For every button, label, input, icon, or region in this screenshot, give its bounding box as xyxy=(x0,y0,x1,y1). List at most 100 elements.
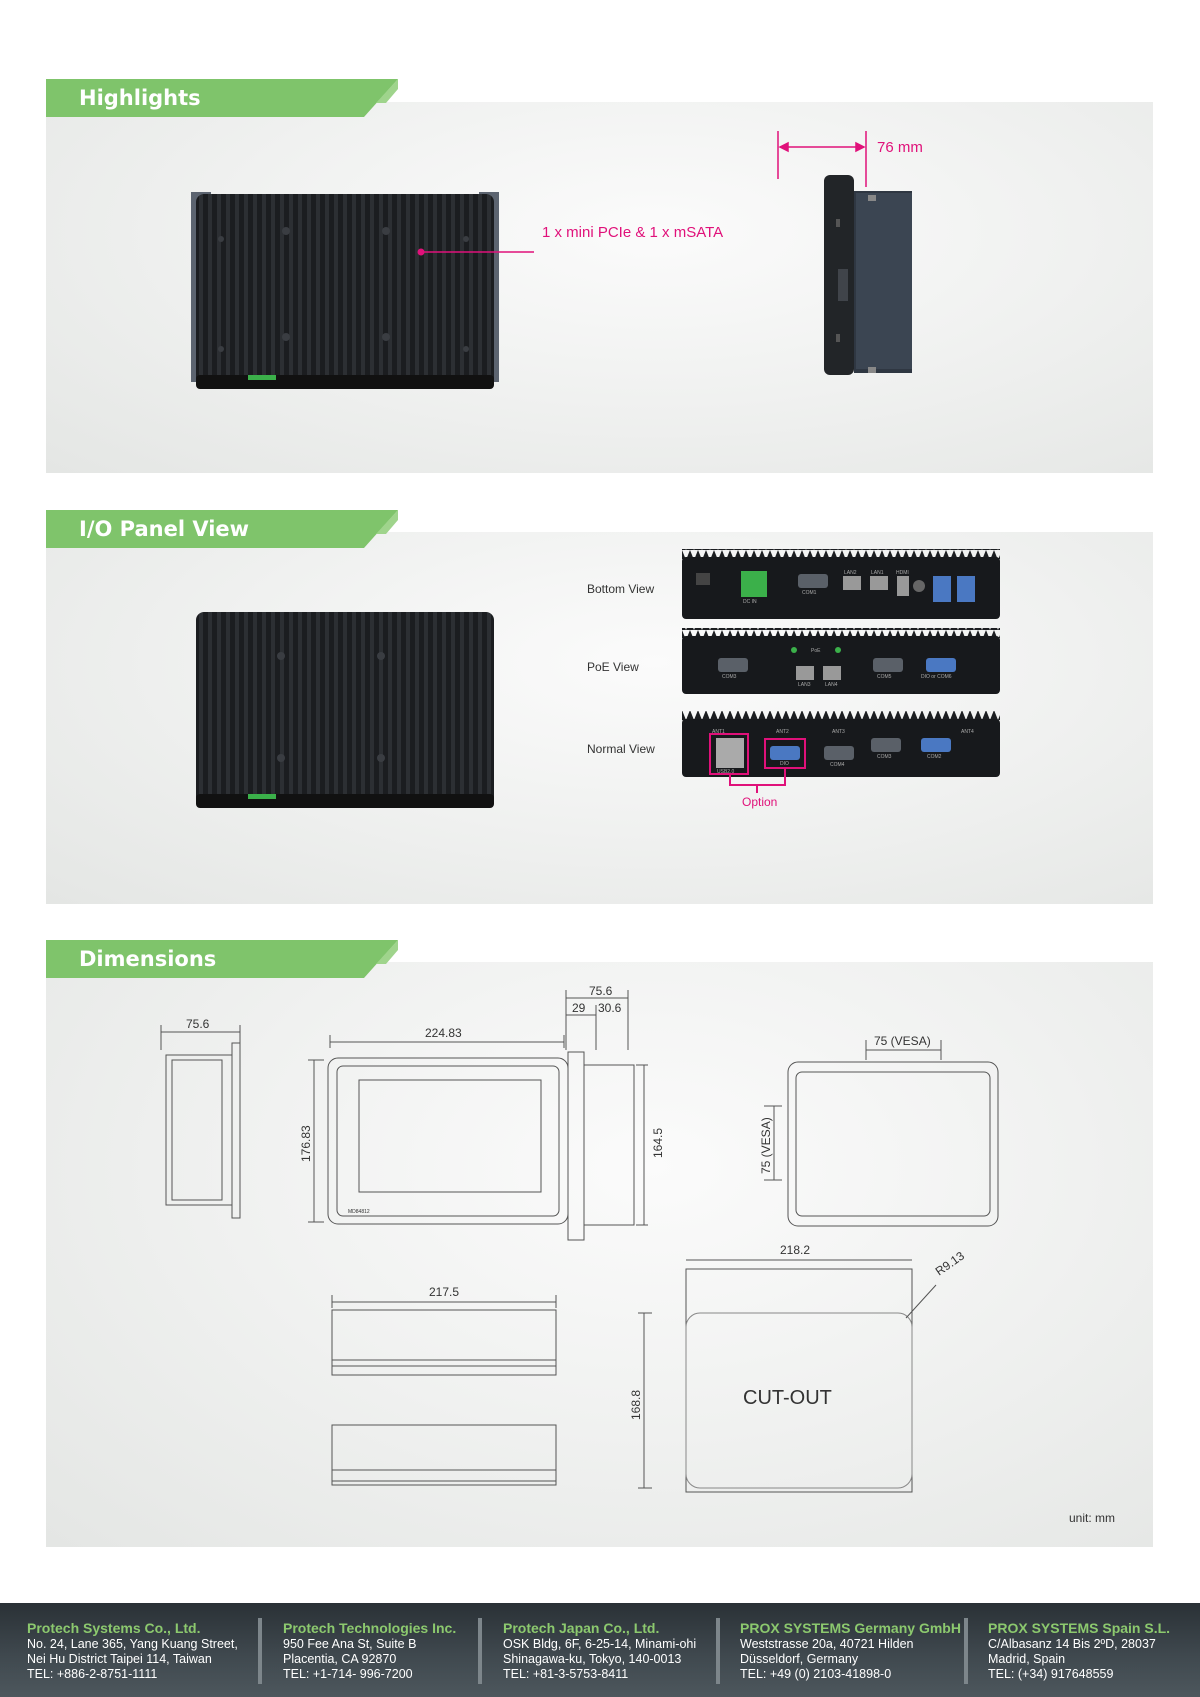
dim-bottom-width: 217.5 xyxy=(429,1285,459,1299)
model-label: MD84812 xyxy=(348,1209,370,1215)
footer-divider xyxy=(716,1618,720,1684)
port-ant2: ANT2 xyxy=(776,729,789,735)
dim-cutout-height: 168.8 xyxy=(629,1390,643,1420)
footer: Protech Systems Co., Ltd. No. 24, Lane 3… xyxy=(0,1603,1200,1697)
office-line: Madrid, Spain xyxy=(988,1652,1066,1666)
cutout-label: CUT-OUT xyxy=(743,1387,832,1409)
office-line: Weststrasse 20a, 40721 Hilden xyxy=(740,1637,914,1651)
office-phone: TEL: +886-2-8751-1111 xyxy=(27,1667,158,1681)
port-dio-com6: DIO or COM6 xyxy=(921,674,952,680)
dim-vesa-h: 75 (VESA) xyxy=(874,1034,931,1048)
office-germany: PROX SYSTEMS Germany GmbH Weststrasse 20… xyxy=(740,1621,961,1682)
io-panel-section: I/O Panel View xyxy=(46,510,1153,906)
dim-front-width: 224.83 xyxy=(425,1026,462,1040)
option-bracket xyxy=(709,733,806,793)
side-view-drawing-2 xyxy=(565,990,648,1241)
office-phone: TEL: +1-714- 996-7200 xyxy=(283,1667,413,1681)
io-panel-drawings xyxy=(196,549,1000,808)
office-line: C/Albasanz 14 Bis 2ºD, 28037 xyxy=(988,1637,1156,1651)
side-view-drawing xyxy=(160,1025,241,1219)
footer-divider xyxy=(258,1618,262,1684)
dimensions-panel xyxy=(46,962,1153,1547)
office-taiwan: Protech Systems Co., Ltd. No. 24, Lane 3… xyxy=(27,1621,238,1682)
office-company: PROX SYSTEMS Spain S.L. xyxy=(988,1620,1171,1636)
office-line: Shinagawa-ku, Tokyo, 140-0013 xyxy=(503,1652,682,1666)
io-panel-banner: I/O Panel View xyxy=(46,510,398,548)
dim-vesa-v: 75 (VESA) xyxy=(759,1117,773,1174)
office-company: Protech Japan Co., Ltd. xyxy=(503,1620,660,1636)
port-ant1: ANT1 xyxy=(712,729,725,735)
office-line: OSK Bldg, 6F, 6-25-14, Minami-ohi xyxy=(503,1637,697,1651)
port-usb2: USB2.0 xyxy=(717,769,735,775)
highlights-banner: Highlights xyxy=(46,79,398,117)
port-com5: COM5 xyxy=(877,674,892,680)
highlights-drawings xyxy=(191,131,912,389)
dim-side-depth: 75.6 xyxy=(186,1017,210,1031)
footer-divider xyxy=(964,1618,968,1684)
office-line: Placentia, CA 92870 xyxy=(283,1652,397,1666)
depth-label: 76 mm xyxy=(877,139,923,156)
highlights-section: Highlights xyxy=(46,79,1153,475)
office-phone: TEL: (+34) 917648559 xyxy=(988,1667,1114,1681)
office-company: Protech Technologies Inc. xyxy=(283,1620,457,1636)
unit-label: unit: mm xyxy=(1069,1511,1115,1525)
dim-side2-b: 30.6 xyxy=(598,1001,622,1015)
port-lan1: LAN1 xyxy=(871,570,884,576)
office-phone: TEL: +81-3-5753-8411 xyxy=(503,1667,629,1681)
port-com2a: COM3 xyxy=(877,754,892,760)
bottom-view-strip xyxy=(682,549,1000,619)
rear-view-device xyxy=(191,192,499,389)
rear-view-device-2 xyxy=(196,612,494,808)
footer-divider xyxy=(478,1618,482,1684)
office-usa: Protech Technologies Inc. 950 Fee Ana St… xyxy=(283,1621,456,1682)
office-company: PROX SYSTEMS Germany GmbH xyxy=(740,1620,961,1636)
front-view-drawing xyxy=(308,1035,569,1225)
dim-side2-a: 29 xyxy=(572,1001,586,1015)
normal-view-strip xyxy=(682,711,1000,777)
dimensions-title: Dimensions xyxy=(79,947,217,971)
bottom-view-drawing xyxy=(331,1295,557,1486)
port-dio: DIO xyxy=(780,761,789,767)
rear-view-drawing xyxy=(764,1040,999,1227)
normal-view-label: Normal View xyxy=(587,742,655,756)
port-dc-in: DC IN xyxy=(743,599,757,605)
port-hdmi: HDMI xyxy=(896,570,909,576)
option-label: Option xyxy=(742,795,778,809)
dimensions-banner: Dimensions xyxy=(46,940,398,978)
poe-view-strip xyxy=(682,628,1000,694)
office-line: Nei Hu District Taipei 114, Taiwan xyxy=(27,1652,212,1666)
dim-cutout-width: 218.2 xyxy=(780,1243,810,1257)
port-com4: COM4 xyxy=(830,762,845,768)
office-japan: Protech Japan Co., Ltd. OSK Bldg, 6F, 6-… xyxy=(503,1621,696,1682)
side-view-device xyxy=(824,175,912,375)
cutout-drawing xyxy=(638,1259,937,1493)
dimension-drawings: 75.6 224.83 176.83 MD84812 75.6 29 30.6 … xyxy=(160,984,1115,1525)
dim-front-height: 176.83 xyxy=(299,1125,313,1162)
mini-pcie-callout xyxy=(417,248,534,256)
office-spain: PROX SYSTEMS Spain S.L. C/Albasanz 14 Bi… xyxy=(988,1621,1170,1682)
depth-dimension xyxy=(777,131,867,187)
office-line: 950 Fee Ana St, Suite B xyxy=(283,1637,417,1651)
port-lan3: LAN3 xyxy=(798,682,811,688)
port-labels: COM1 LAN2 LAN1 HDMI DC IN PoE COM3 LAN3 … xyxy=(46,510,1153,906)
dimensions-section: Dimensions 75.6 224.83 176.83 MD84812 xyxy=(46,940,1153,1550)
office-phone: TEL: +49 (0) 2103-41898-0 xyxy=(740,1667,892,1681)
port-lan2: LAN2 xyxy=(844,570,857,576)
dim-side2-depth: 75.6 xyxy=(589,984,613,998)
office-line: Düsseldorf, Germany xyxy=(740,1652,859,1666)
port-lan4: LAN4 xyxy=(825,682,838,688)
office-line: No. 24, Lane 365, Yang Kuang Street, xyxy=(27,1637,238,1651)
mini-pcie-label: 1 x mini PCIe & 1 x mSATA xyxy=(542,224,724,241)
port-ant4: ANT4 xyxy=(961,729,974,735)
dim-cutout-radius: R9.13 xyxy=(933,1248,968,1278)
bottom-view-label: Bottom View xyxy=(587,582,655,596)
port-com2: COM2 xyxy=(927,754,942,760)
port-ant3: ANT3 xyxy=(832,729,845,735)
port-poe: PoE xyxy=(811,648,821,654)
poe-view-label: PoE View xyxy=(587,660,639,674)
office-company: Protech Systems Co., Ltd. xyxy=(27,1620,201,1636)
port-com1: COM1 xyxy=(802,590,817,596)
port-com3: COM3 xyxy=(722,674,737,680)
highlights-title: Highlights xyxy=(79,86,201,110)
dim-side2-height: 164.5 xyxy=(651,1128,665,1158)
